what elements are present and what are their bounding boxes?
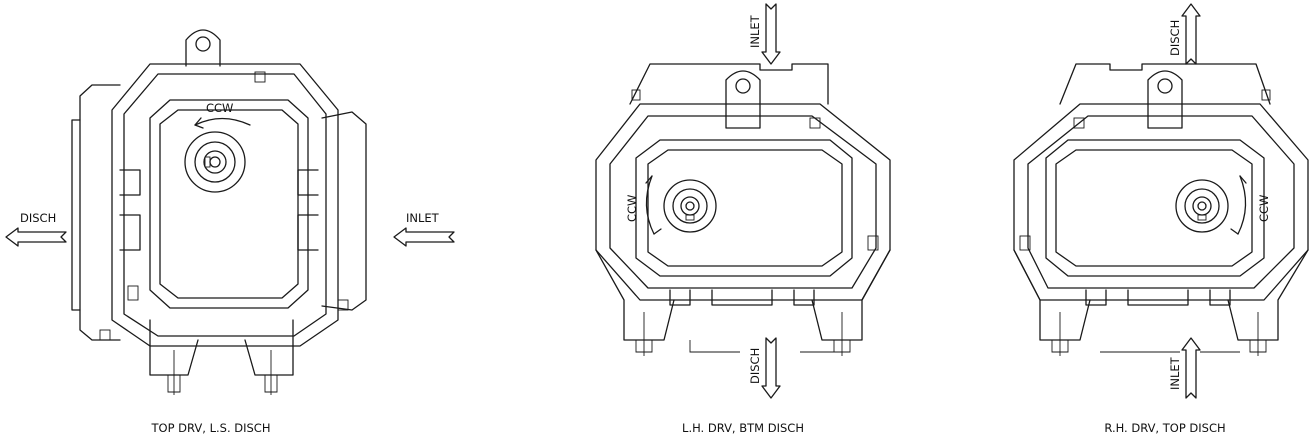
view-left-hand-drive: CCW INLET DISCH L.H. DRV, BTM DISCH — [595, 3, 891, 435]
view2-caption: L.H. DRV, BTM DISCH — [682, 421, 804, 435]
view1-inlet-label: INLET — [406, 211, 440, 225]
view2-rotation-label: CCW — [625, 195, 639, 222]
view1-rotation-label: CCW — [206, 101, 233, 115]
view1-discharge-label: DISCH — [20, 211, 56, 225]
view3-discharge-label: DISCH — [1168, 20, 1182, 56]
view-top-drive: CCW DISCH INLET TOP DRV, L.S. DISCH — [5, 29, 455, 435]
view3-inlet-label: INLET — [1168, 356, 1182, 390]
view3-rotation-label: CCW — [1257, 195, 1271, 222]
view3-caption: R.H. DRV, TOP DISCH — [1104, 421, 1225, 435]
view1-caption: TOP DRV, L.S. DISCH — [151, 421, 271, 435]
view2-discharge-label: DISCH — [748, 348, 762, 384]
view-right-hand-drive: CCW DISCH INLET R.H. DRV, TOP DISCH — [1013, 3, 1309, 435]
view2-inlet-label: INLET — [748, 14, 762, 48]
